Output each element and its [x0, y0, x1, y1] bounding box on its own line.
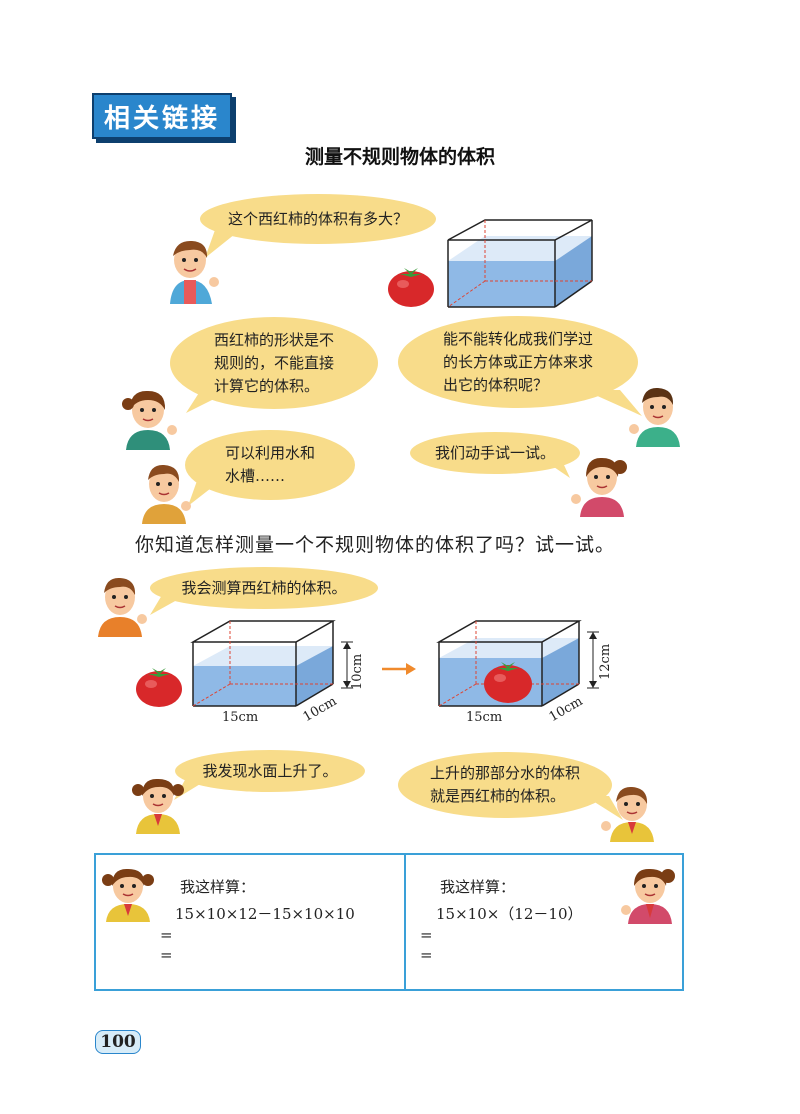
bubble-text: 我会测算西红柿的体积。: [181, 578, 347, 597]
bubble-tail: [205, 230, 240, 258]
right-calc-expression: 15×10×（12－10）: [436, 905, 583, 923]
speech-bubble-5: 我们动手试一试。: [410, 432, 580, 474]
height-arrow: [341, 641, 353, 689]
bubble-text: 我发现水面上升了。: [202, 761, 338, 780]
bubble-text: 这个西红柿的体积有多大？: [227, 209, 408, 228]
section-tag-label: 相关链接: [103, 103, 220, 134]
girl-avatar: [132, 778, 184, 834]
water-tank-before: [190, 620, 336, 707]
bubble-text: 西红柿的形状是不 规则的，不能直接 计算它的体积。: [213, 330, 334, 395]
length-label: 15cm: [222, 710, 259, 725]
speech-bubble-1: 这个西红柿的体积有多大？: [200, 194, 436, 244]
bubble-text: 能不能转化成我们学过 的长方体或正方体来求 出它的体积呢？: [442, 329, 593, 394]
right-calc-eq2: =: [420, 946, 433, 964]
girl-avatar: [102, 868, 154, 922]
section-tag: 相关链接: [92, 93, 232, 139]
speech-bubble-4: 可以利用水和 水槽……: [185, 430, 355, 500]
bubble-text: 我们动手试一试。: [434, 443, 555, 462]
page-number: 100: [95, 1030, 141, 1054]
arrow-right-icon: [382, 663, 416, 675]
bubble-text: 可以利用水和 水槽……: [224, 444, 315, 485]
boy-avatar: [629, 387, 680, 447]
speech-bubble-3: 能不能转化成我们学过 的长方体或正方体来求 出它的体积呢？: [398, 316, 638, 408]
speech-bubble-6: 我发现水面上升了。: [175, 750, 365, 792]
boy-avatar: [601, 786, 654, 842]
question-text: 你知道怎样测量一个不规则物体的体积了吗？试一试。: [135, 534, 616, 556]
length-label: 15cm: [466, 710, 503, 725]
height-label: 12cm: [598, 643, 613, 680]
left-calc-eq1: =: [160, 926, 173, 944]
boy-avatar: [170, 240, 219, 304]
water-tank-after: [436, 620, 582, 707]
right-calc-title: 我这样算：: [440, 878, 516, 896]
bubble-text: 上升的那部分水的体积 就是西红柿的体积。: [429, 764, 580, 805]
left-calc-title: 我这样算：: [180, 878, 256, 896]
boy-avatar: [98, 577, 147, 637]
right-calc-eq1: =: [420, 926, 433, 944]
girl-avatar: [621, 868, 675, 924]
tomato-icon: [388, 268, 434, 307]
calculation-box: [94, 853, 684, 991]
page-title: 测量不规则物体的体积: [304, 146, 495, 168]
height-label: 10cm: [350, 653, 365, 690]
left-calc-eq2: =: [160, 946, 173, 964]
height-arrow: [587, 631, 599, 689]
girl-avatar: [571, 457, 627, 517]
bubble-tail: [584, 390, 642, 416]
water-tank-top: [447, 219, 593, 308]
left-calc-expression: 15×10×12－15×10×10: [175, 905, 355, 923]
speech-bubble-2: 西红柿的形状是不 规则的，不能直接 计算它的体积。: [170, 317, 378, 409]
tomato-icon: [136, 668, 182, 707]
boy-avatar: [142, 464, 191, 524]
girl-avatar: [122, 390, 177, 450]
speech-bubble-7: 上升的那部分水的体积 就是西红柿的体积。: [398, 752, 612, 818]
calculation-divider: [404, 853, 406, 991]
speech-bubble-experiment: 我会测算西红柿的体积。: [150, 567, 378, 609]
